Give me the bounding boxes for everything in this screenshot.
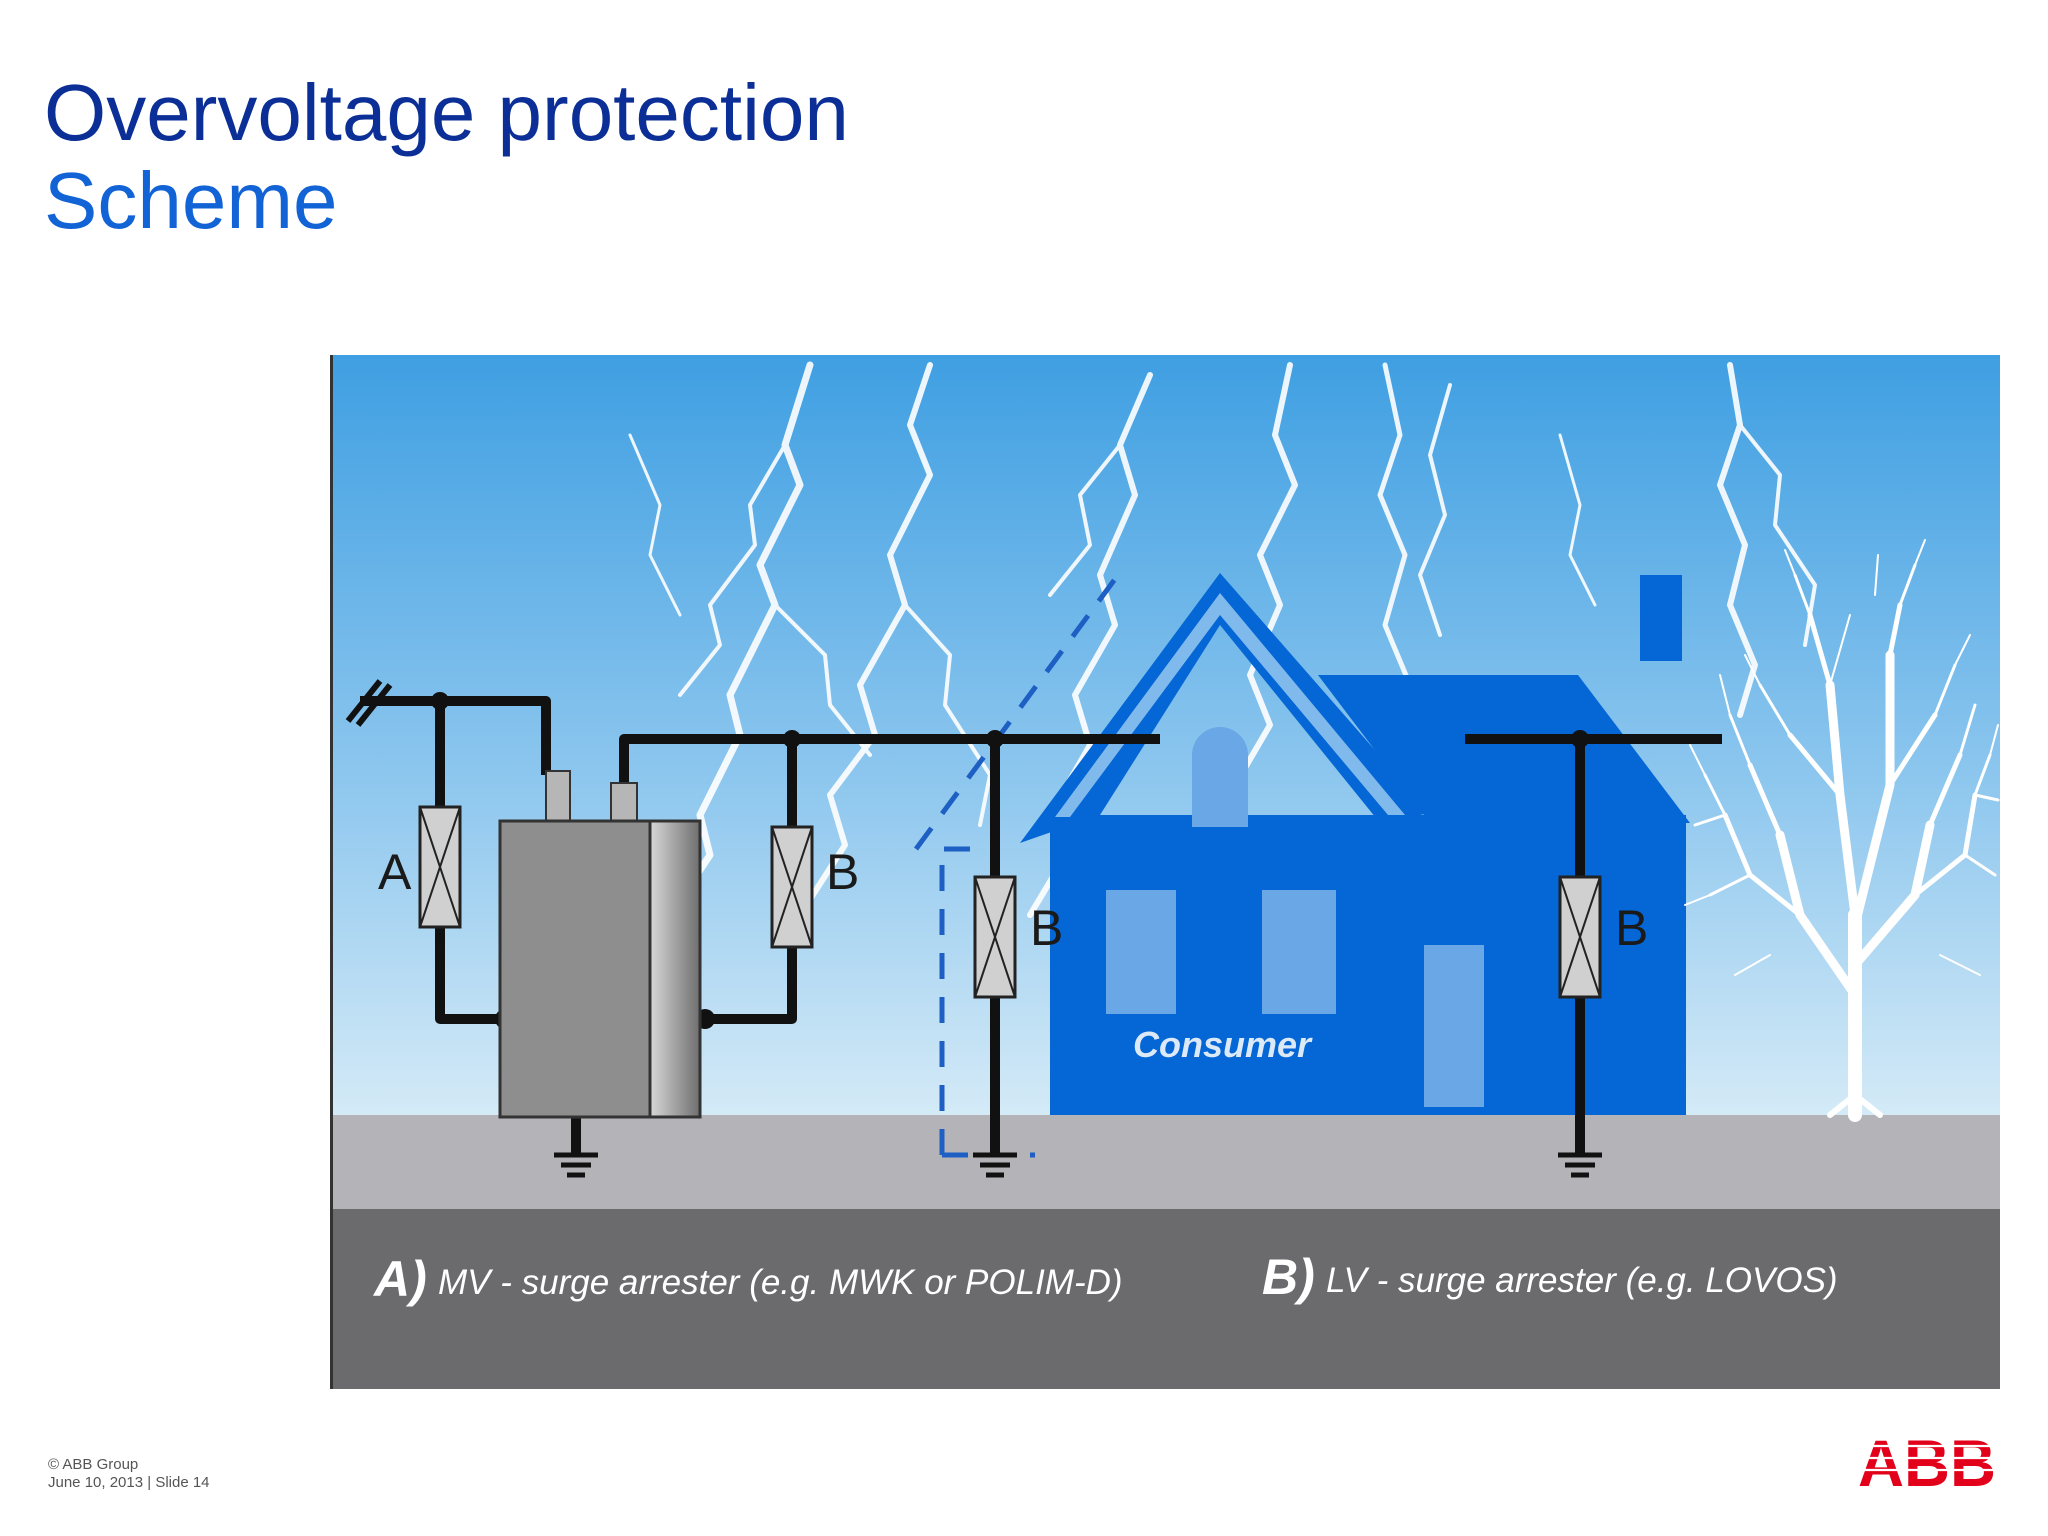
abb-logo: ABB xyxy=(1855,1432,1999,1490)
line-break-mark xyxy=(345,679,393,727)
legend-text-a: MV - surge arrester (e.g. MWK or POLIM-D… xyxy=(438,1263,1123,1302)
transformer xyxy=(498,770,702,1119)
slide-title: Overvoltage protection xyxy=(44,68,849,157)
wiring xyxy=(360,696,1722,1155)
overvoltage-scheme-diagram: Consumer xyxy=(330,355,2000,1389)
legend-key-a: A) xyxy=(372,1251,427,1307)
tree xyxy=(1684,539,2000,1122)
lightning-bolts xyxy=(628,361,1817,979)
legend-band xyxy=(330,1209,2000,1389)
arrester-b-house xyxy=(1558,875,1602,999)
arrester-label-b: B xyxy=(1030,900,1063,956)
house-label: Consumer xyxy=(1133,1024,1313,1065)
ground-strip xyxy=(330,1115,2000,1209)
slide-subtitle: Scheme xyxy=(44,156,338,245)
arrester-label-b: B xyxy=(826,844,859,900)
arrester-label-b: B xyxy=(1615,900,1648,956)
legend-text-b: LV - surge arrester (e.g. LOVOS) xyxy=(1326,1261,1838,1300)
legend-key-b: B) xyxy=(1262,1249,1315,1305)
date-slide-text: June 10, 2013 | Slide 14 xyxy=(48,1474,210,1491)
arrester-a xyxy=(418,805,462,929)
slide-footer: © ABB Group June 10, 2013 | Slide 14 xyxy=(48,1456,210,1492)
arrester-label-a: A xyxy=(378,844,412,900)
arrester-b-pole xyxy=(973,875,1017,999)
copyright-text: © ABB Group xyxy=(48,1456,139,1473)
arrester-b-transformer xyxy=(770,825,814,949)
logo-text: ABB xyxy=(1858,1432,1996,1490)
